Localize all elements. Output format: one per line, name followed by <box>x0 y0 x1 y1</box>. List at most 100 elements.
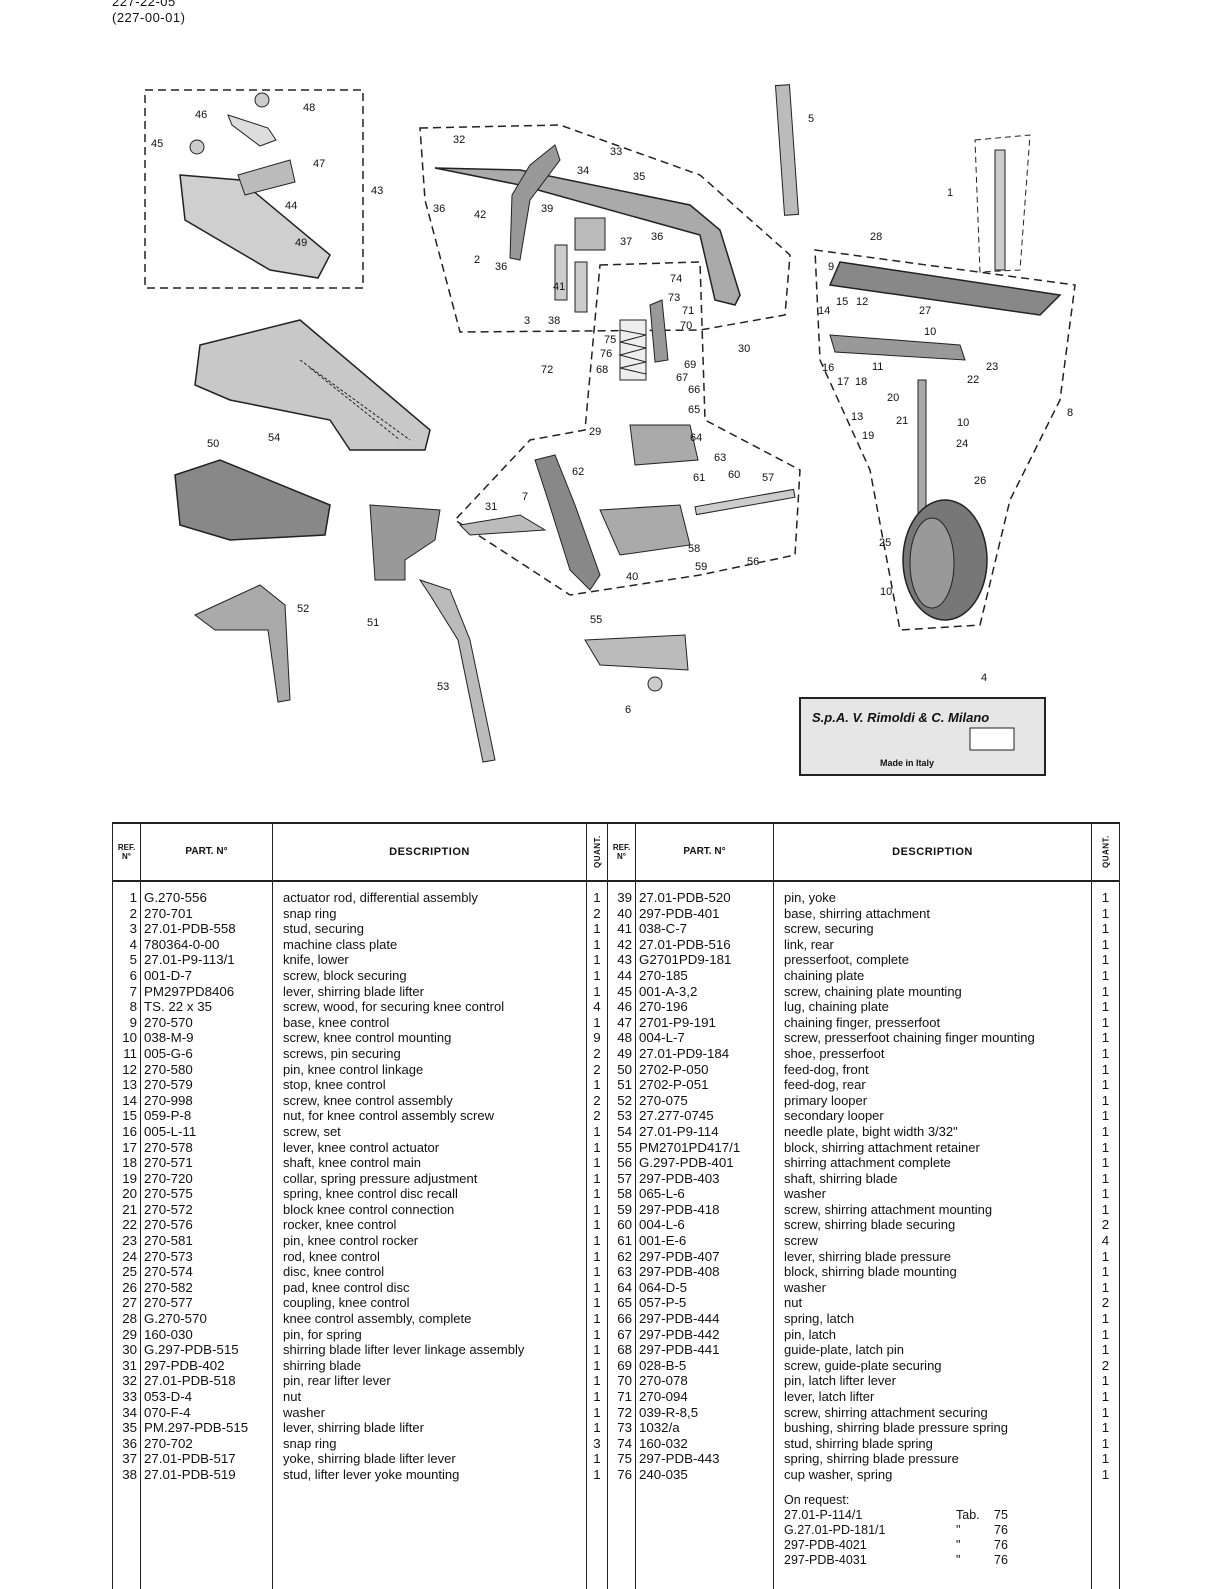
ref-label: 23 <box>986 361 998 373</box>
table-cell: 30 <box>122 1342 137 1358</box>
table-cell: 53 <box>617 1108 632 1124</box>
table-cell: 1 <box>593 1295 601 1311</box>
ref-label: 15 <box>836 296 848 308</box>
nameplate-brand: S.p.A. V. Rimoldi & C. Milano <box>812 710 989 725</box>
table-cell: G2701PD9-181 <box>639 952 732 968</box>
table-cell: chaining finger, presserfoot <box>784 1014 941 1030</box>
table-cell: nut, for knee control assembly screw <box>283 1108 494 1124</box>
table-cell: screw, shirring attachment securing <box>784 1404 988 1420</box>
table-cell: screw, presserfoot chaining finger mount… <box>784 1030 1035 1046</box>
parts-list-table: REF. N° PART. N° DESCRIPTION QUANT. REF.… <box>112 822 1120 1589</box>
table-cell: knee control assembly, complete <box>283 1311 472 1327</box>
table-cell: 75 <box>617 1451 632 1467</box>
table-cell: 60 <box>617 1217 632 1233</box>
table-cell: 1 <box>1101 1092 1110 1108</box>
ref-header-right: REF. N° <box>607 822 636 882</box>
table-cell: 1 <box>593 1123 601 1139</box>
ref-label: 65 <box>688 404 700 416</box>
table-cell: 40 <box>617 905 632 921</box>
table-cell: stud, lifter lever yoke mounting <box>283 1466 460 1482</box>
table-cell: 1 <box>593 1014 601 1030</box>
lug-part <box>227 114 277 147</box>
table-cell: 41 <box>617 921 632 937</box>
table-cell: 038-M-9 <box>144 1030 194 1046</box>
ref-label: 14 <box>818 305 830 317</box>
knee-control-group <box>774 84 1076 631</box>
ref-label: 34 <box>577 165 589 177</box>
ref-label: 62 <box>572 466 584 478</box>
ref-label: 75 <box>604 334 616 346</box>
table-cell: nut <box>283 1389 302 1404</box>
table-cell: 1 <box>129 890 137 905</box>
table-cell: 1 <box>1101 1155 1110 1171</box>
table-cell: 15 <box>122 1108 137 1124</box>
table-cell: 780364-0-00 <box>144 936 220 952</box>
table-cell: 56 <box>617 1155 632 1171</box>
spring-part <box>619 319 647 381</box>
table-cell: 1 <box>593 1420 601 1436</box>
group-boundary <box>814 249 1076 631</box>
table-cell: 3 <box>129 921 137 937</box>
block-part <box>574 217 606 251</box>
ref-label: 56 <box>747 556 759 568</box>
table-cell: feed-dog, rear <box>784 1077 866 1093</box>
table-cell: needle plate, bight width 3/32" <box>784 1123 958 1139</box>
ref-label: 73 <box>668 292 680 304</box>
latch-lever-part <box>649 299 669 363</box>
ref-label: 26 <box>974 475 986 487</box>
ref-label: 57 <box>762 472 774 484</box>
ref-label: 45 <box>151 138 163 150</box>
ref-label: 32 <box>453 134 465 146</box>
table-cell: block knee control connection <box>283 1201 455 1217</box>
table-cell: 31 <box>122 1357 137 1373</box>
table-cell: pin, knee control linkage <box>283 1061 424 1077</box>
table-cell: 1 <box>1101 921 1110 937</box>
blade-lifter-part <box>534 454 601 591</box>
table-cell: 1 <box>1101 952 1110 968</box>
table-cell: 9 <box>593 1030 601 1046</box>
ref-label: 72 <box>541 364 553 376</box>
ref-label: 61 <box>693 472 705 484</box>
table-cell: 1 <box>1101 1061 1110 1077</box>
table-cell: 1 <box>1101 1420 1110 1436</box>
table-cell: 1 <box>593 1233 601 1249</box>
ref-label: 18 <box>855 376 867 388</box>
table-cell: 070-F-4 <box>144 1404 191 1420</box>
table-cell: 1 <box>593 1373 601 1389</box>
table-cell: screw, shirring attachment mounting <box>784 1201 993 1217</box>
table-cell: 76 <box>617 1466 632 1482</box>
table-cell: 1 <box>1101 1279 1110 1295</box>
ref-label: 24 <box>956 438 968 450</box>
table-cell: 16 <box>122 1123 137 1139</box>
table-cell: 24 <box>122 1248 137 1264</box>
part-header-right: PART. N° <box>635 822 774 882</box>
table-cell: pin, latch lifter lever <box>784 1373 896 1389</box>
table-cell: 004-L-6 <box>639 1217 685 1233</box>
table-cell: 1 <box>593 1248 601 1264</box>
ref-label: 1 <box>947 187 953 199</box>
table-cell: 297-PDB-442 <box>639 1326 720 1342</box>
table-cell: 2 <box>129 905 137 921</box>
table-cell: 270-572 <box>144 1201 193 1217</box>
table-cell: 005-L-11 <box>144 1123 197 1139</box>
table-cell: 74 <box>617 1435 632 1451</box>
table-cell: 38 <box>122 1466 137 1482</box>
table-cell: 2 <box>593 1092 601 1108</box>
misc-parts <box>174 319 689 763</box>
table-cell: screw, guide-plate securing <box>784 1357 942 1373</box>
table-cell: 36 <box>122 1435 137 1451</box>
table-cell: 1 <box>1101 1451 1110 1467</box>
table-cell: 12 <box>122 1061 137 1077</box>
ref-label: 41 <box>553 281 565 293</box>
table-cell: bushing, shirring blade pressure spring <box>784 1420 1009 1436</box>
table-cell: 65 <box>617 1295 632 1311</box>
ref-label: 28 <box>870 231 882 243</box>
table-cell: 028-B-5 <box>639 1357 687 1373</box>
ref-label: 46 <box>195 109 207 121</box>
table-cell: washer <box>283 1404 325 1420</box>
